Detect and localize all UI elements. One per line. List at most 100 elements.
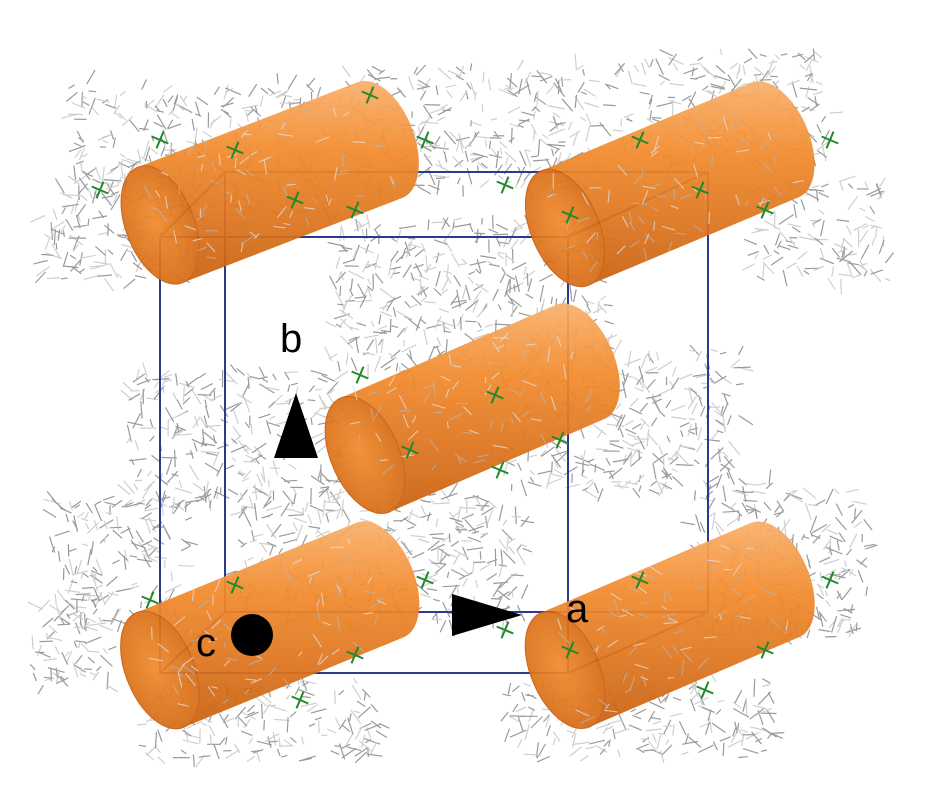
bond-line xyxy=(451,301,468,309)
bond-line xyxy=(782,269,788,287)
bond-line xyxy=(641,381,651,394)
bond-line xyxy=(669,99,682,105)
channel-cylinder xyxy=(120,521,420,730)
bond-line xyxy=(398,394,407,410)
bond-line xyxy=(62,194,81,197)
bond-line xyxy=(523,682,532,687)
bond-line xyxy=(164,379,173,382)
bond-line xyxy=(362,260,370,273)
bond-line xyxy=(150,147,158,155)
bond-line xyxy=(223,714,229,722)
bond-line xyxy=(722,415,726,433)
bond-line xyxy=(164,374,173,378)
bond-line xyxy=(525,293,534,299)
bond-line xyxy=(144,377,150,383)
bond-line xyxy=(419,90,427,101)
bond-line xyxy=(227,488,239,496)
bond-line xyxy=(841,567,857,577)
bond-line xyxy=(522,411,530,417)
bond-line xyxy=(90,570,103,576)
bond-line xyxy=(697,657,709,670)
bond-line xyxy=(439,620,447,633)
bond-line xyxy=(177,673,183,688)
bond-line xyxy=(325,512,330,523)
bond-line xyxy=(519,335,533,345)
bond-line xyxy=(792,179,805,184)
bond-line xyxy=(177,703,189,707)
bond-line xyxy=(865,586,868,596)
bond-line xyxy=(462,431,473,435)
bond-line xyxy=(384,365,392,371)
green-atom-bond xyxy=(496,625,506,631)
bond-line xyxy=(646,117,654,124)
bond-line xyxy=(338,690,345,696)
bond-line xyxy=(812,534,821,544)
bond-line xyxy=(529,470,535,476)
bond-line xyxy=(621,608,629,613)
bond-line xyxy=(811,184,820,189)
bond-line xyxy=(70,598,88,601)
green-atom-bond xyxy=(290,199,296,209)
bond-line xyxy=(161,490,166,502)
bond-line xyxy=(102,139,109,144)
bond-line xyxy=(743,57,753,64)
bond-line xyxy=(176,433,193,436)
bond-line xyxy=(115,587,134,593)
bond-line xyxy=(604,320,614,325)
bond-line xyxy=(149,435,155,442)
bond-line xyxy=(50,233,58,238)
bond-line xyxy=(212,451,220,466)
bond-line xyxy=(43,676,53,679)
bond-line xyxy=(711,402,723,416)
bond-line xyxy=(213,86,221,96)
bond-line xyxy=(605,457,611,466)
bond-line xyxy=(680,751,689,755)
green-atom-bond xyxy=(704,681,710,691)
green-atom-bond xyxy=(294,199,304,205)
bond-line xyxy=(253,503,258,521)
bond-line xyxy=(550,296,553,304)
bond-line xyxy=(353,710,361,714)
green-atom-bond xyxy=(639,571,645,581)
bond-line xyxy=(432,598,440,602)
bond-line xyxy=(104,501,116,506)
bond-line xyxy=(98,519,114,529)
bond-line xyxy=(324,346,333,362)
bond-line xyxy=(637,435,646,450)
bond-line xyxy=(851,500,867,505)
bond-line xyxy=(285,694,291,700)
bond-line xyxy=(585,232,597,244)
bond-line xyxy=(859,265,867,271)
bond-line xyxy=(339,225,343,242)
bond-line xyxy=(121,116,134,127)
bond-line xyxy=(109,526,122,529)
bond-line xyxy=(452,156,463,168)
bond-line xyxy=(182,739,199,745)
bond-line xyxy=(80,194,88,202)
bond-line xyxy=(378,314,382,325)
bond-line xyxy=(448,533,451,543)
bond-line xyxy=(569,607,582,614)
bond-line xyxy=(248,496,254,509)
bond-line xyxy=(494,323,512,326)
bond-line xyxy=(365,738,372,744)
green-atom-bond xyxy=(825,139,831,149)
bond-line xyxy=(77,511,85,518)
bond-line xyxy=(317,653,324,665)
bond-line xyxy=(85,522,90,530)
bond-line xyxy=(183,727,189,741)
green-atom-bond xyxy=(486,390,496,396)
bond-line xyxy=(113,111,123,119)
bond-line xyxy=(434,136,441,146)
bond-line xyxy=(363,612,373,615)
bond-line xyxy=(424,301,436,304)
bond-line xyxy=(396,87,406,98)
bond-line xyxy=(510,298,522,308)
bond-line xyxy=(773,511,784,516)
bond-line xyxy=(802,535,810,540)
bond-line xyxy=(637,215,646,225)
bond-line xyxy=(558,152,562,163)
bond-line xyxy=(175,373,178,386)
bond-line xyxy=(194,101,201,117)
bond-line xyxy=(671,416,687,420)
